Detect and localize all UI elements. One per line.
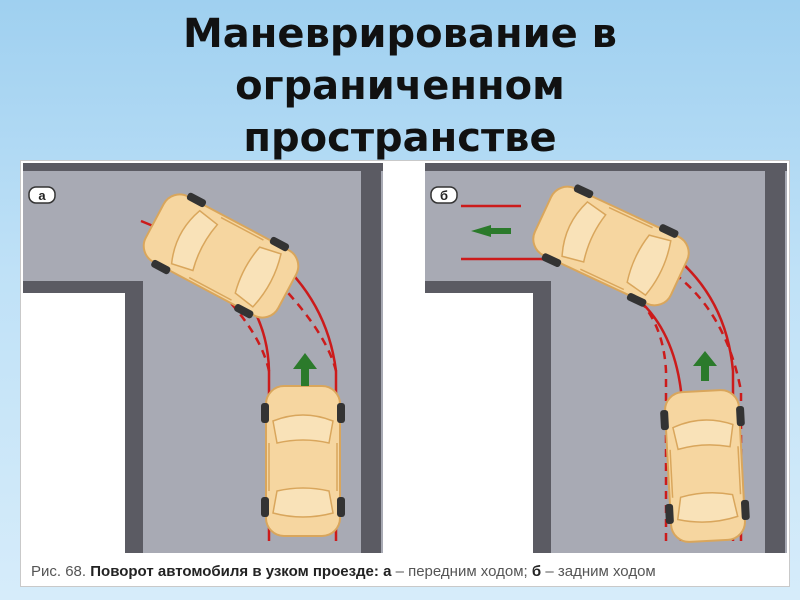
caption-b-text: – задним ходом <box>545 563 656 580</box>
slide-title: Маневрирование в ограниченном пространст… <box>0 8 800 164</box>
inner-wall-right-a <box>125 281 143 553</box>
wall-top-b <box>425 163 787 171</box>
caption-fig-number: Рис. 68. <box>31 563 87 580</box>
panel-a-badge <box>28 186 56 204</box>
panel-a: а <box>23 163 383 553</box>
panel-a-label: а <box>38 188 46 203</box>
path-dashed-outer-b <box>670 269 743 541</box>
arrow-left-b <box>471 225 511 237</box>
inner-wall-top-a <box>23 281 143 293</box>
arrow-up-b <box>693 351 717 381</box>
car-straight-a <box>260 385 346 537</box>
panel-b-badge <box>430 186 458 204</box>
panel-b-label: б <box>440 188 448 203</box>
panel-b: б <box>425 163 787 553</box>
title-line-1: Маневрирование в <box>183 11 617 57</box>
path-dashed-outer-a <box>210 220 338 372</box>
wall-top-a <box>23 163 383 171</box>
figure-illustration: а б <box>20 160 790 587</box>
figure-caption: Рис. 68. Поворот автомобиля в узком прое… <box>31 561 791 583</box>
inner-block-a <box>23 281 143 553</box>
inner-wall-top-b <box>425 281 551 293</box>
arrow-forward-a <box>293 353 317 386</box>
inner-block-b <box>425 281 551 553</box>
caption-a-letter: а <box>383 563 392 580</box>
wall-right-a <box>361 163 381 553</box>
inner-wall-right-b <box>533 281 551 553</box>
caption-main: Поворот автомобиля в узком проезде: <box>90 563 379 580</box>
title-line-2: ограниченном <box>235 63 565 109</box>
car-straight-b <box>658 387 752 545</box>
figure-svg: а б <box>23 163 787 553</box>
caption-b-letter: б <box>531 563 542 580</box>
title-line-3: пространстве <box>243 115 557 161</box>
caption-a-text: – передним ходом; <box>395 563 528 580</box>
wall-right-b <box>765 163 785 553</box>
